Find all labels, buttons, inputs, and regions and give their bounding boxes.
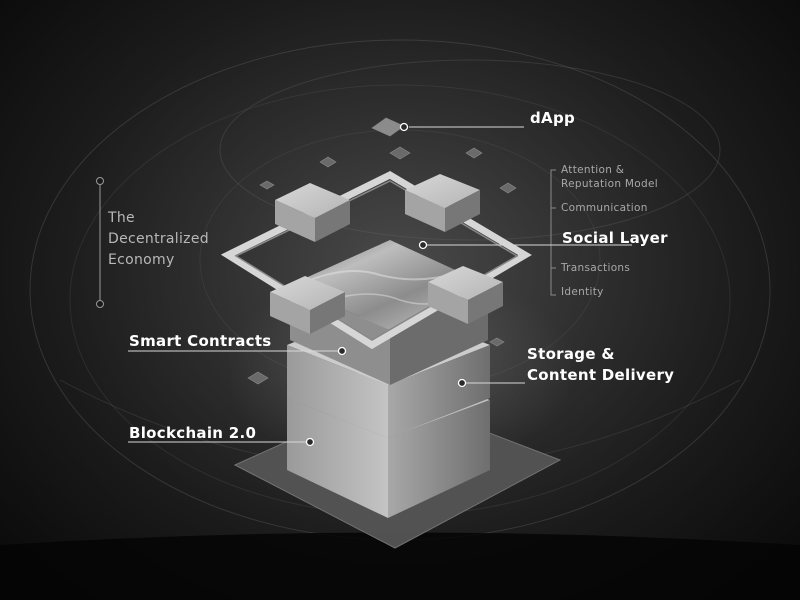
floating-chips bbox=[247, 117, 517, 385]
node-bottom-left bbox=[270, 276, 345, 334]
network-frame bbox=[220, 171, 532, 350]
title-bracket bbox=[96, 177, 104, 308]
social-sublabel-bracket bbox=[550, 169, 556, 296]
sublabel-attention-line-1: Attention & bbox=[561, 164, 625, 176]
label-blockchain: Blockchain 2.0 bbox=[129, 424, 257, 442]
title-line-2: Decentralized bbox=[108, 231, 209, 247]
label-social-layer: Social Layer bbox=[562, 229, 668, 247]
node-top-left bbox=[275, 183, 350, 242]
title-line-1: The bbox=[108, 210, 135, 226]
node-top-right bbox=[405, 174, 480, 232]
sublabel-communication: Communication bbox=[561, 202, 648, 214]
node-bottom-right bbox=[428, 266, 503, 324]
label-dapp: dApp bbox=[530, 109, 576, 127]
sublabel-identity: Identity bbox=[561, 286, 604, 298]
floor-shadow bbox=[0, 532, 800, 600]
leader-lines bbox=[128, 126, 632, 443]
diagram-title: The Decentralized Economy bbox=[108, 208, 209, 271]
label-smart-contracts: Smart Contracts bbox=[129, 332, 272, 350]
label-storage-line-2: Content Delivery bbox=[527, 366, 675, 384]
leader-markers bbox=[305, 122, 467, 447]
label-storage-line-1: Storage & bbox=[527, 345, 615, 363]
sublabel-transactions: Transactions bbox=[561, 262, 631, 274]
title-line-3: Economy bbox=[108, 252, 175, 268]
sublabel-attention-line-2: Reputation Model bbox=[561, 178, 658, 190]
